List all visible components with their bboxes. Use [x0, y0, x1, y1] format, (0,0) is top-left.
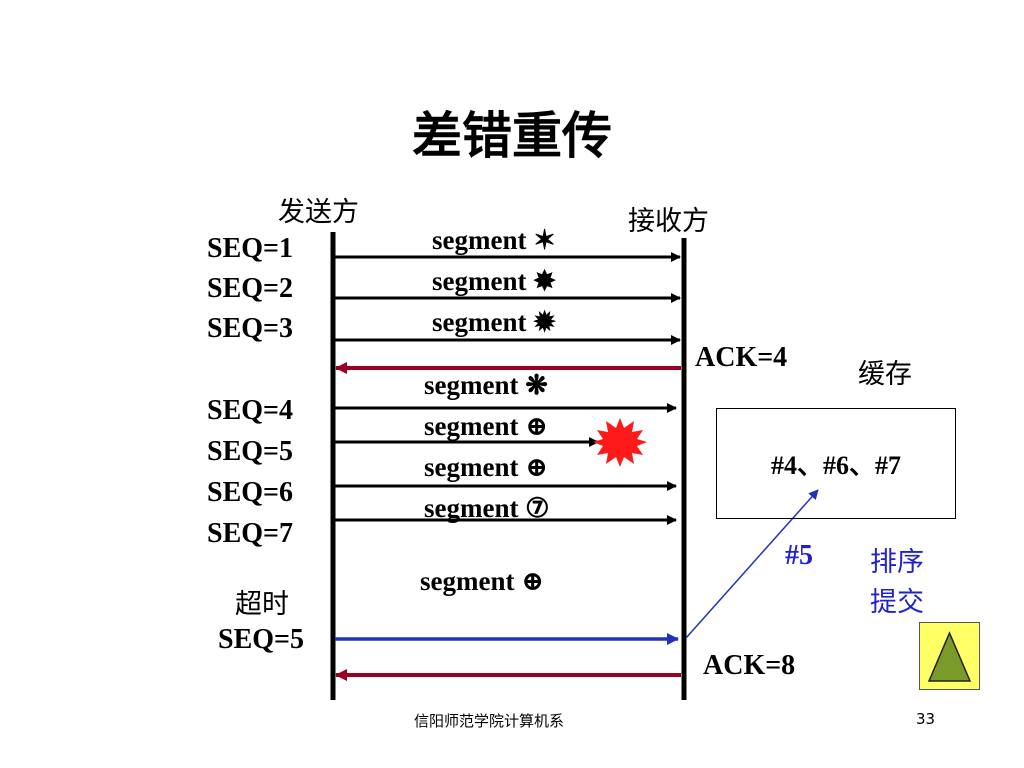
page-title: 差错重传 — [412, 107, 612, 165]
deliver-seq-label: #5 — [785, 540, 813, 571]
segment-label-6: segment ⊕ — [424, 452, 548, 482]
seq-label-6: SEQ=6 — [207, 477, 293, 508]
segment-label-7: segment ⑦ — [424, 493, 550, 523]
timeout-label: 超时 — [235, 589, 289, 620]
buffer-content: #4、#6、#7 — [770, 451, 901, 480]
segment-label-3: segment ✹ — [432, 307, 556, 337]
buffer-box: #4、#6、#7 — [716, 408, 956, 519]
segment-label-retransmit: segment ⊕ — [420, 566, 544, 596]
seq-label-5: SEQ=5 — [207, 436, 293, 467]
seq-label-7: SEQ=7 — [207, 518, 293, 549]
seq-label-2: SEQ=2 — [207, 273, 293, 304]
seq-label-3: SEQ=3 — [207, 313, 293, 344]
triangle-nav-icon — [927, 631, 972, 682]
nav-button[interactable] — [919, 622, 980, 690]
segment-label-4: segment ❋ — [424, 370, 548, 400]
ack-label-2: ACK=8 — [703, 650, 796, 681]
sort-label-line1: 排序 — [870, 547, 924, 578]
ack-label-1: ACK=4 — [695, 342, 788, 373]
footer-text: 信阳师范学院计算机系 — [414, 712, 565, 730]
segment-label-1: segment ✶ — [432, 225, 556, 255]
segment-label-5: segment ⊕ — [424, 411, 548, 441]
loss-burst-icon — [593, 418, 647, 467]
timeout-seq-label: SEQ=5 — [218, 624, 304, 655]
seq-label-4: SEQ=4 — [207, 395, 293, 426]
receiver-label: 接收方 — [628, 206, 709, 237]
deliver-arrow — [685, 489, 819, 639]
seq-label-1: SEQ=1 — [207, 233, 293, 264]
sort-label-line2: 提交 — [870, 587, 924, 618]
segment-label-2: segment ✸ — [432, 266, 556, 296]
buffer-label: 缓存 — [858, 359, 912, 390]
page-number: 33 — [916, 710, 936, 728]
sender-label: 发送方 — [278, 197, 359, 228]
